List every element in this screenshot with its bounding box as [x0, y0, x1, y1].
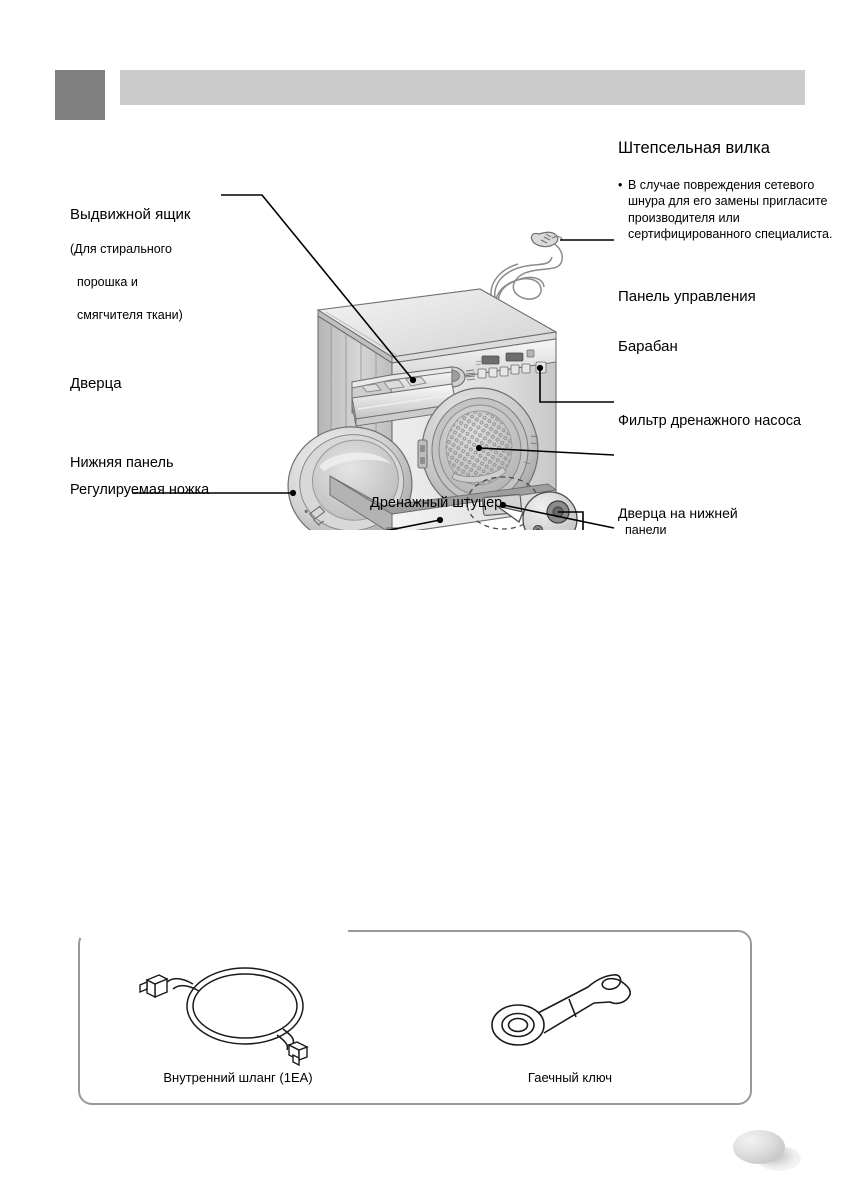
callout-detergent-drawer: Выдвижной ящик (Для стирального порошка … [70, 190, 300, 339]
callout-drain-pump-filter: Фильтр дренажного насоса [618, 413, 802, 429]
hose-coupling-icon [287, 1041, 309, 1067]
callout-bottom-panel-door: Дверца на нижней панели [618, 486, 818, 557]
door-hinge [417, 439, 428, 469]
callout-detergent-drawer-heading: Выдвижной ящик [70, 206, 191, 224]
accessories-box-title-gap [80, 922, 348, 938]
callout-detergent-drawer-sub-3: смягчителя ткани) [77, 307, 183, 322]
detergent-drawer [351, 366, 457, 427]
hose-coil-icon [88, 950, 388, 1068]
callout-drum: Барабан [618, 338, 678, 355]
cabinet-top [316, 288, 558, 364]
callout-bottom-panel-door-heading: Дверца на нижней [618, 505, 738, 522]
callout-plug-note: В случае повреждения сетевого шнура для … [618, 177, 833, 242]
accessories-box-title [84, 918, 346, 940]
power-plug-icon [530, 231, 563, 248]
callout-bottom-panel-door-sub: панели [625, 523, 667, 538]
callout-drain-plug: Дренажный штуцер [370, 495, 503, 511]
callout-adjustable-foot: Регулируемая ножка [70, 482, 210, 498]
accessory-caption-spanner: Гаечный ключ [527, 1070, 613, 1085]
accessories-box [78, 930, 752, 1105]
hose-coupling-icon [139, 974, 169, 999]
header-bar [120, 70, 805, 105]
wrench-icon [420, 950, 720, 1068]
accessory-item-spanner: Гаечный ключ [420, 950, 720, 1085]
leader-dots [289, 364, 544, 524]
leader-lines [132, 194, 615, 530]
door-care-symbol [304, 505, 326, 527]
washing-machine-diagram [0, 110, 850, 530]
accessory-item-inlet-hose: Внутренний шланг (1EA) [88, 950, 388, 1085]
callout-door: Дверца [70, 375, 122, 392]
callout-plug: Штепсельная вилка В случае повреждения с… [618, 122, 833, 259]
page-marker [733, 1130, 785, 1164]
accessory-caption-inlet-hose: Внутренний шланг (1EA) [163, 1070, 313, 1085]
callout-plug-heading: Штепсельная вилка [618, 139, 770, 158]
callout-detergent-drawer-sub-2: порошка и [77, 274, 138, 289]
callout-bottom-panel: Нижняя панель [70, 455, 174, 471]
callout-control-panel: Панель управления [618, 288, 756, 305]
header-chapter-tab [55, 70, 105, 120]
drain-plug [532, 524, 544, 530]
callout-detergent-drawer-sub-1: (Для стирального [70, 242, 172, 257]
